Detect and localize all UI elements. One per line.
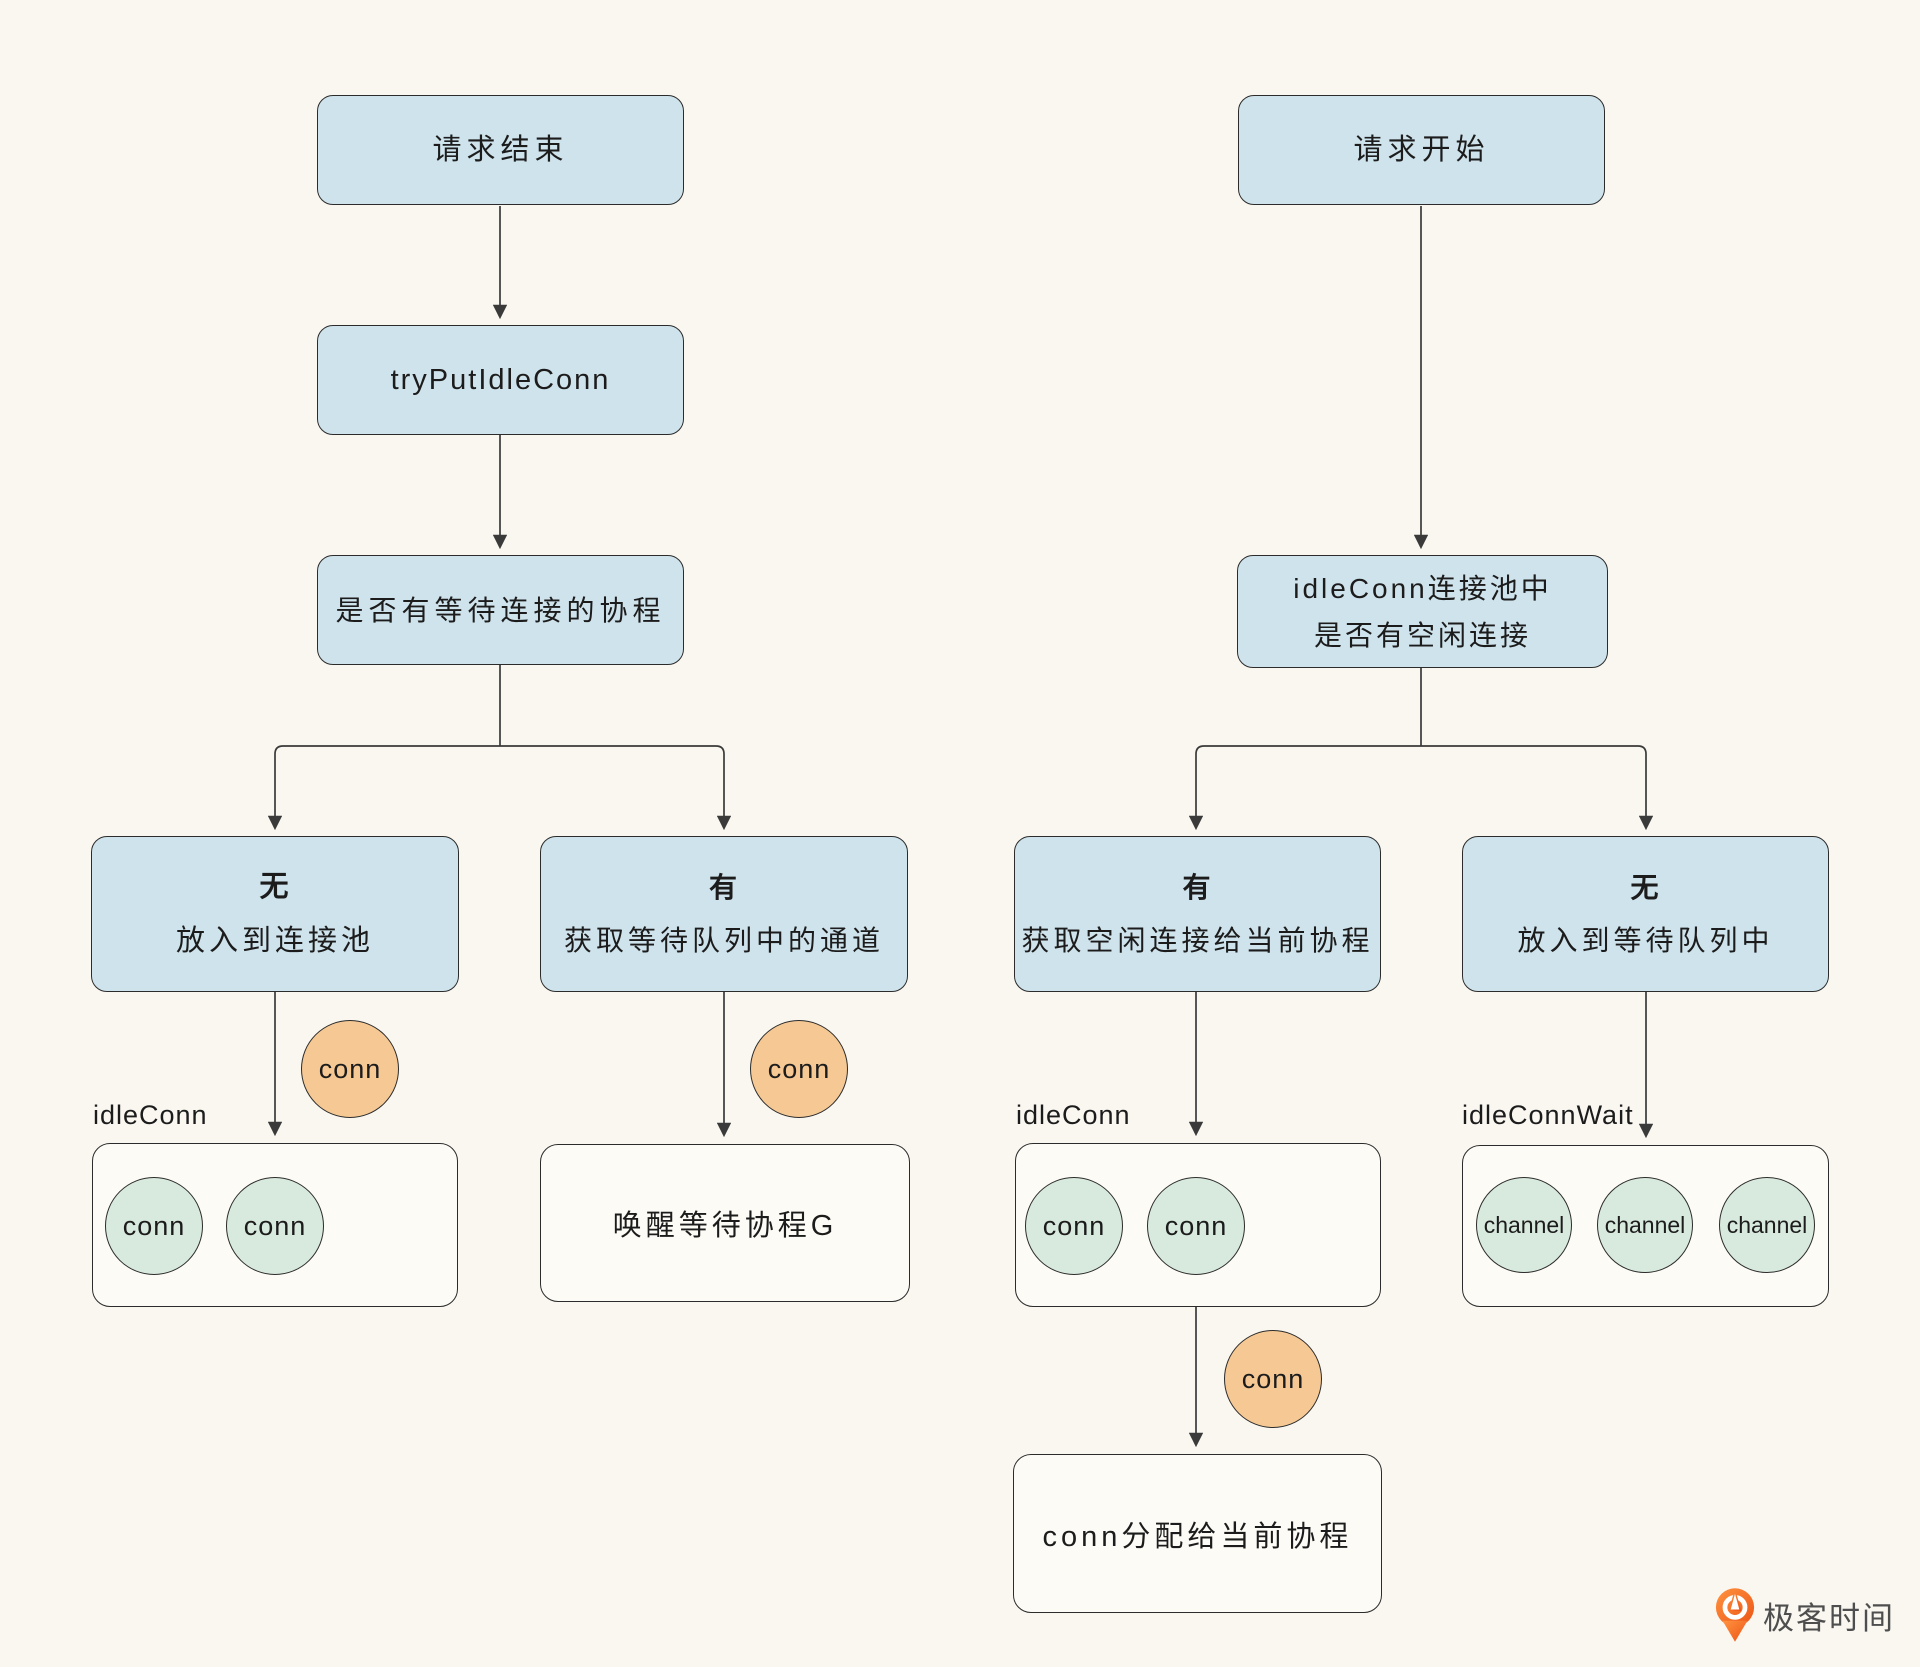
assign-conn-label: conn分配给当前协程 xyxy=(1042,1520,1353,1553)
connector-right-branch-no xyxy=(1421,745,1654,831)
conn-badge: conn xyxy=(301,1020,399,1118)
conn-circle: conn xyxy=(1025,1177,1123,1275)
geektime-logo: 极客时间 xyxy=(1714,1586,1895,1644)
wake-goroutine-label: 唤醒等待协程G xyxy=(612,1210,838,1242)
conn-circle: conn xyxy=(226,1177,324,1275)
channel-circle: channel xyxy=(1719,1177,1815,1273)
channel-circle-label: channel xyxy=(1483,1211,1565,1238)
connector-right-branch-yes xyxy=(1188,745,1421,831)
branch-yes-subtitle: 获取等待队列中的通道 xyxy=(563,925,884,956)
idleconnwait-label: idleConnWait xyxy=(1462,1100,1634,1130)
conn-circle: conn xyxy=(1147,1177,1245,1275)
conn-badge-label: conn xyxy=(1241,1363,1305,1394)
channel-circle: channel xyxy=(1597,1177,1693,1273)
node-right-branch-yes: 有 获取空闲连接给当前协程 xyxy=(1014,836,1381,992)
node-pool-check: idleConn连接池中 是否有空闲连接 xyxy=(1237,555,1608,668)
geektime-icon xyxy=(1715,1588,1755,1642)
branch-yes-title: 有 xyxy=(708,872,739,903)
channel-circle: channel xyxy=(1476,1177,1572,1273)
node-request-start-label: 请求开始 xyxy=(1353,133,1490,166)
node-pool-check-line2: 是否有空闲连接 xyxy=(1313,619,1531,651)
idleconn-label-left: idleConn xyxy=(93,1100,208,1130)
conn-badge: conn xyxy=(1224,1330,1322,1428)
node-try-put-idle-conn: tryPutIdleConn xyxy=(317,325,684,435)
branch-no-title: 无 xyxy=(1630,872,1661,903)
node-has-waiting-goroutine: 是否有等待连接的协程 xyxy=(317,555,684,665)
conn-badge-label: conn xyxy=(767,1053,831,1084)
conn-circle-label: conn xyxy=(122,1210,186,1241)
conn-badge: conn xyxy=(750,1020,848,1118)
channel-circle-label: channel xyxy=(1604,1211,1686,1238)
conn-circle-label: conn xyxy=(1164,1210,1228,1241)
geektime-wordmark: 极客时间 xyxy=(1763,1600,1895,1636)
node-has-waiting-goroutine-label: 是否有等待连接的协程 xyxy=(335,594,666,626)
conn-circle: conn xyxy=(105,1177,203,1275)
node-pool-check-line1: idleConn连接池中 xyxy=(1293,572,1552,604)
branch-no-subtitle: 放入到等待队列中 xyxy=(1517,925,1774,956)
branch-no-subtitle: 放入到连接池 xyxy=(175,925,374,957)
channel-circle-label: channel xyxy=(1726,1211,1808,1238)
node-request-end: 请求结束 xyxy=(317,95,684,205)
node-right-branch-no: 无 放入到等待队列中 xyxy=(1462,836,1829,992)
idleconn-label-right: idleConn xyxy=(1016,1100,1131,1130)
wake-goroutine-box: 唤醒等待协程G xyxy=(540,1144,910,1302)
conn-circle-label: conn xyxy=(1042,1210,1106,1241)
node-try-put-idle-conn-label: tryPutIdleConn xyxy=(390,363,611,396)
connector-left-branch-no xyxy=(267,745,500,831)
branch-no-title: 无 xyxy=(259,870,291,903)
branch-yes-subtitle: 获取空闲连接给当前协程 xyxy=(1021,925,1374,956)
connector-left-branch-yes xyxy=(500,745,732,831)
conn-badge-label: conn xyxy=(318,1053,382,1084)
node-request-start: 请求开始 xyxy=(1238,95,1605,205)
branch-yes-title: 有 xyxy=(1182,872,1213,903)
node-left-branch-yes: 有 获取等待队列中的通道 xyxy=(540,836,908,992)
node-left-branch-no: 无 放入到连接池 xyxy=(91,836,459,992)
assign-conn-box: conn分配给当前协程 xyxy=(1013,1454,1382,1613)
conn-circle-label: conn xyxy=(243,1210,307,1241)
node-request-end-label: 请求结束 xyxy=(432,133,569,166)
